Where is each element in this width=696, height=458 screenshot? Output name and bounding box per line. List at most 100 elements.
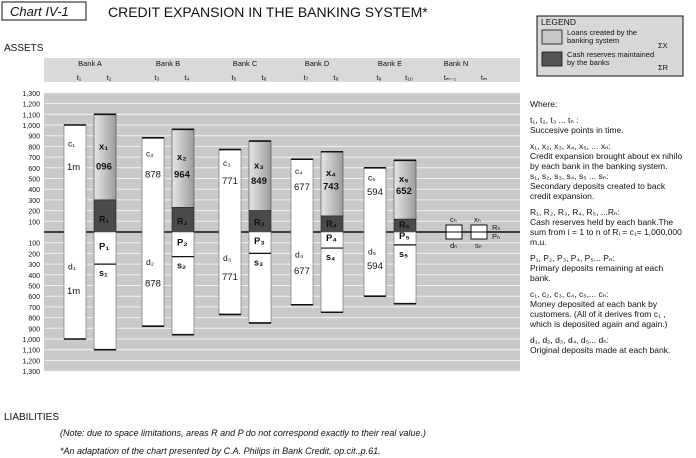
legend-label: Loans created by the [567,28,637,37]
secondary-deposit-label: s₁ [99,268,108,278]
loan-x-value: 096 [96,162,112,173]
source-note: *An adaptation of the chart presented by… [60,446,381,456]
bank-header-band [44,58,520,82]
loan-bar [171,128,195,208]
chart-label-box [1,1,87,21]
deposit-d-label: d₃ [223,253,231,263]
where-item-line: customers. (All of it derives from c₁ , [530,309,666,319]
chart-label: Chart IV-1 [10,4,69,19]
where-item-symbols: x₁, x₂, x₃, x₄, x₅, ... xₙ: [530,141,611,151]
deposit-bar [63,124,87,340]
deposit-bar [218,149,242,315]
where-item-line: s₁, s₂, s₃, s₄, s₅ ... sₙ: [530,171,609,181]
y-tick-label: 200 [28,209,40,216]
legend-symbol: ΣR [658,63,669,72]
loan-x-label: x₁ [99,142,108,153]
y-tick-label: 500 [28,284,40,291]
deposit-d-value: 771 [222,272,238,283]
where-item: R₁, R₂, R₃, R₄, R₅, ...Rₙ:Cash reserves … [530,207,682,247]
deposit-c-label: c₄ [295,166,303,176]
where-item: c₁, c₂, c₃, c₄, c₅,... cₙ:Money deposite… [530,289,682,329]
where-item: d₁, d₂, d₃, d₄, d₅... dₙ:Original deposi… [530,335,682,355]
bank-name: Bank C [233,59,258,68]
bank-name: Bank E [378,59,402,68]
where-item-line: Primary deposits remaining at each [530,263,664,273]
y-tick-label: 200 [28,251,40,258]
where-item-line: credit expansion. [530,191,595,201]
time-label: t₆ [261,73,266,82]
bankn-x-label: xₙ [474,215,481,224]
y-tick-label: 100 [28,219,40,226]
where-item-line: Credit expansion brought about ex nihilo [530,151,683,161]
where-item: P₁, P₂, P₃, P₄, P₅... Pₙ:Primary deposit… [530,253,682,283]
where-item-line: which is deposited again and again.) [530,319,668,329]
legend-label: banking system [567,36,619,45]
loan-x-value: 743 [323,181,339,192]
time-label: tₘ [481,75,487,82]
y-tick-label: 1,100 [22,348,40,355]
time-label: t₂ [107,73,112,82]
where-item-line: Cash reserves held by each bank.The [530,217,674,227]
where-explanations: Where: t₁, t₂, t₃ ... tₙ :Succesive poin… [530,99,682,361]
deposit-d-value: 677 [294,266,310,277]
loan-x-value: 964 [174,170,191,181]
deposit-c-value: 878 [145,169,161,180]
secondary-deposit-label: s₃ [254,257,263,267]
y-tick-label: 900 [28,134,40,141]
legend-symbol: ΣX [658,41,668,50]
bankn-r-label: Rₙ [492,223,500,232]
bankn-x-box [470,224,488,233]
loan-x-label: x₄ [326,168,336,179]
y-tick-label: 1,000 [22,123,40,130]
y-tick-label: 800 [28,144,40,151]
y-tick-label: 600 [28,294,40,301]
primary-deposit-label: P₅ [399,231,410,242]
bankn-c-label: cₙ [450,215,457,224]
y-tick-label: 700 [28,155,40,162]
bankn-p-label: Pₙ [492,232,500,241]
where-item-symbols: R₁, R₂, R₃, R₄, R₅, ...Rₙ: [530,207,620,217]
bankn-c-box [445,224,463,233]
loan-bar [93,114,117,201]
deposit-c-label: c₂ [146,149,154,159]
time-label: t₁₀ [405,73,413,82]
deposit-d-value: 1m [67,286,80,297]
primary-deposit-label: P₄ [326,233,337,244]
time-label: t₈ [333,73,338,82]
where-item-symbols: P₁, P₂, P₃, P₄, P₅... Pₙ: [530,253,615,263]
time-label: t₃ [154,73,159,82]
deposit-c-value: 677 [294,182,310,193]
where-heading: Where: [530,99,558,109]
y-tick-label: 1,300 [22,369,40,376]
where-item: x₁, x₂, x₃, x₄, x₅, ... xₙ:Credit expans… [530,141,682,201]
y-tick-label: 700 [28,305,40,312]
y-tick-label: 1,100 [22,112,40,119]
bankn-d-label: dₙ [450,241,457,250]
deposit-c-value: 1m [67,162,80,173]
space-note: (Note: due to space limitations, areas R… [60,428,426,438]
where-item-line: Money deposited at each bank by [530,299,658,309]
y-tick-label: 300 [28,262,40,269]
where-item: t₁, t₂, t₃ ... tₙ :Succesive points in t… [530,115,682,135]
where-item-line: by each bank in the banking system. [530,161,668,171]
y-tick-label: 1,200 [22,102,40,109]
chart-title: CREDIT EXPANSION IN THE BANKING SYSTEM* [108,4,428,20]
where-item-line: bank. [530,273,551,283]
bank-name: Bank D [305,59,330,68]
where-item-line: m.u. [530,237,547,247]
reserve-label: R₁ [99,214,109,224]
deposit-c-value: 771 [222,176,238,187]
deposit-bar [141,137,165,327]
time-label: tₘ₋₁ [444,75,457,82]
loan-x-value: 652 [396,186,412,197]
time-label: t₁ [77,73,82,82]
deposit-d-label: d₂ [146,257,154,267]
primary-deposit-label: P₂ [177,238,188,249]
secondary-deposit-label: s₅ [399,249,408,259]
assets-label: ASSETS [4,43,44,54]
reserve-label: R₃ [254,218,265,228]
time-label: t₅ [231,73,236,82]
loan-x-value: 849 [251,176,267,187]
secondary-deposit-label: s₂ [177,261,186,271]
